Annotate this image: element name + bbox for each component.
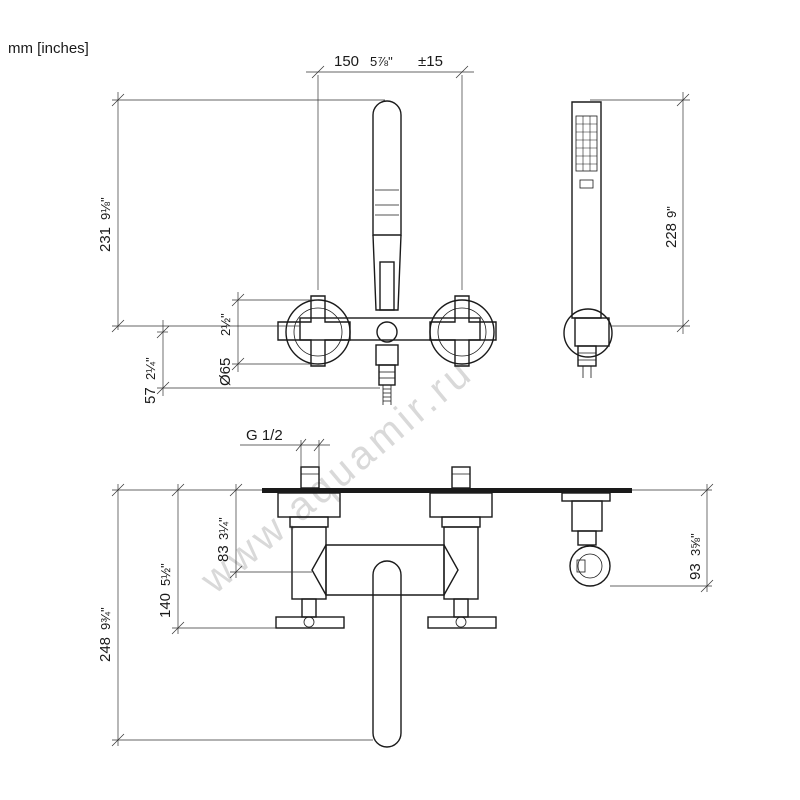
dim-248-value: 248: [97, 637, 114, 662]
dim-228-inch: 9": [664, 206, 679, 218]
dim-140: 140 5½": [157, 483, 276, 635]
dim-231-inch: 9⅛": [98, 197, 113, 220]
dim-83-inch: 3¼": [216, 517, 231, 540]
units-label: mm [inches]: [8, 40, 89, 57]
dim-231: 231 9⅛": [97, 92, 385, 333]
watermark: www.aquamir.ru: [192, 349, 482, 602]
side-view-hand-shower: [563, 99, 690, 378]
dim-140-inch: 5½": [158, 563, 173, 586]
dim-150-tol: ±15: [418, 53, 443, 70]
dim-150-inch: 5⅞": [370, 54, 393, 69]
dim-140-value: 140: [157, 593, 174, 618]
dim-150: 150 5⅞" ±15: [306, 53, 474, 79]
dim-57-value: 57: [142, 387, 159, 404]
dim-83-value: 83: [215, 545, 232, 562]
dim-65-value: Ø65: [217, 358, 234, 386]
dim-228: 228 9": [663, 92, 690, 334]
dim-231-value: 231: [97, 227, 114, 252]
dim-150-value: 150: [334, 53, 359, 70]
dim-93-inch: 3⅝": [688, 533, 703, 556]
dim-228-value: 228: [663, 223, 680, 248]
dim-65-inch: 2½": [218, 313, 233, 336]
dim-57-inch: 2¼": [143, 357, 158, 380]
dim-g12-value: G 1/2: [246, 427, 283, 444]
dim-65: Ø65 2½": [217, 292, 318, 386]
top-view: G 1/2: [240, 427, 632, 748]
dim-57: 57 2¼": [142, 320, 380, 404]
front-view: [277, 75, 497, 405]
dim-93: 93 3⅝": [610, 483, 714, 593]
dim-248: 248 9¾": [97, 483, 373, 747]
dim-83: 83 3¼": [215, 483, 312, 579]
dim-248-inch: 9¾": [98, 607, 113, 630]
dim-93-value: 93: [687, 563, 704, 580]
